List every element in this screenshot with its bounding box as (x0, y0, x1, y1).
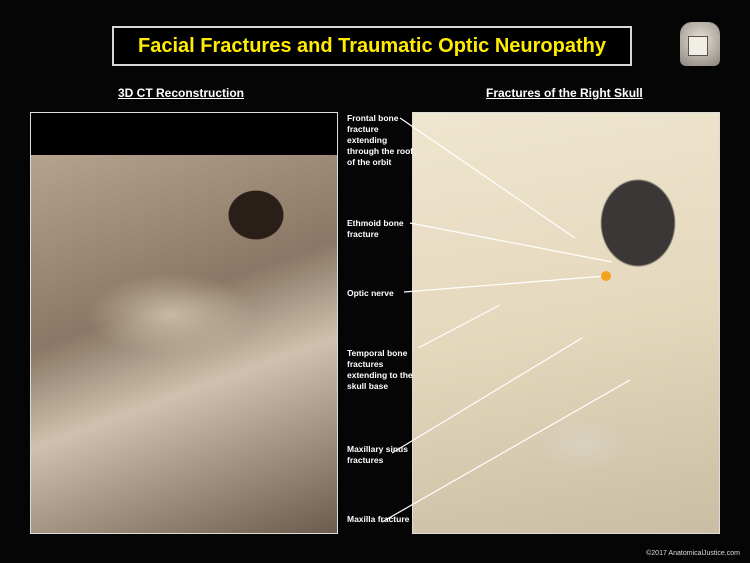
label-optic-nerve: Optic nerve (347, 288, 394, 298)
skull-thumbnail-icon (680, 22, 720, 66)
leader-ethmoid (409, 222, 613, 263)
leader-frontal (399, 117, 576, 239)
label-frontal-bone: Frontal bone fracture extending through … (347, 113, 414, 167)
label-maxillary-sinus: Maxillary sinus fractures (347, 444, 408, 465)
label-maxilla: Maxilla fracture (347, 514, 410, 524)
page-title: Facial Fractures and Traumatic Optic Neu… (138, 34, 606, 57)
label-temporal-bone: Temporal bone fractures extending to the… (347, 348, 413, 391)
illustration-heading: Fractures of the Right Skull (486, 86, 643, 100)
leader-optic (403, 275, 607, 293)
label-ethmoid-bone: Ethmoid bone fracture (347, 218, 404, 239)
ct-heading: 3D CT Reconstruction (118, 86, 245, 100)
ct-reconstruction-image (30, 112, 338, 534)
skull-illustration-image (412, 112, 720, 534)
optic-nerve-mark (601, 271, 611, 281)
leader-maxilla (381, 379, 631, 523)
leader-temporal (417, 304, 501, 349)
copyright: ©2017 AnatomicalJustice.com (646, 550, 740, 557)
leader-maxillary (391, 337, 583, 454)
title-banner: Facial Fractures and Traumatic Optic Neu… (112, 26, 632, 66)
